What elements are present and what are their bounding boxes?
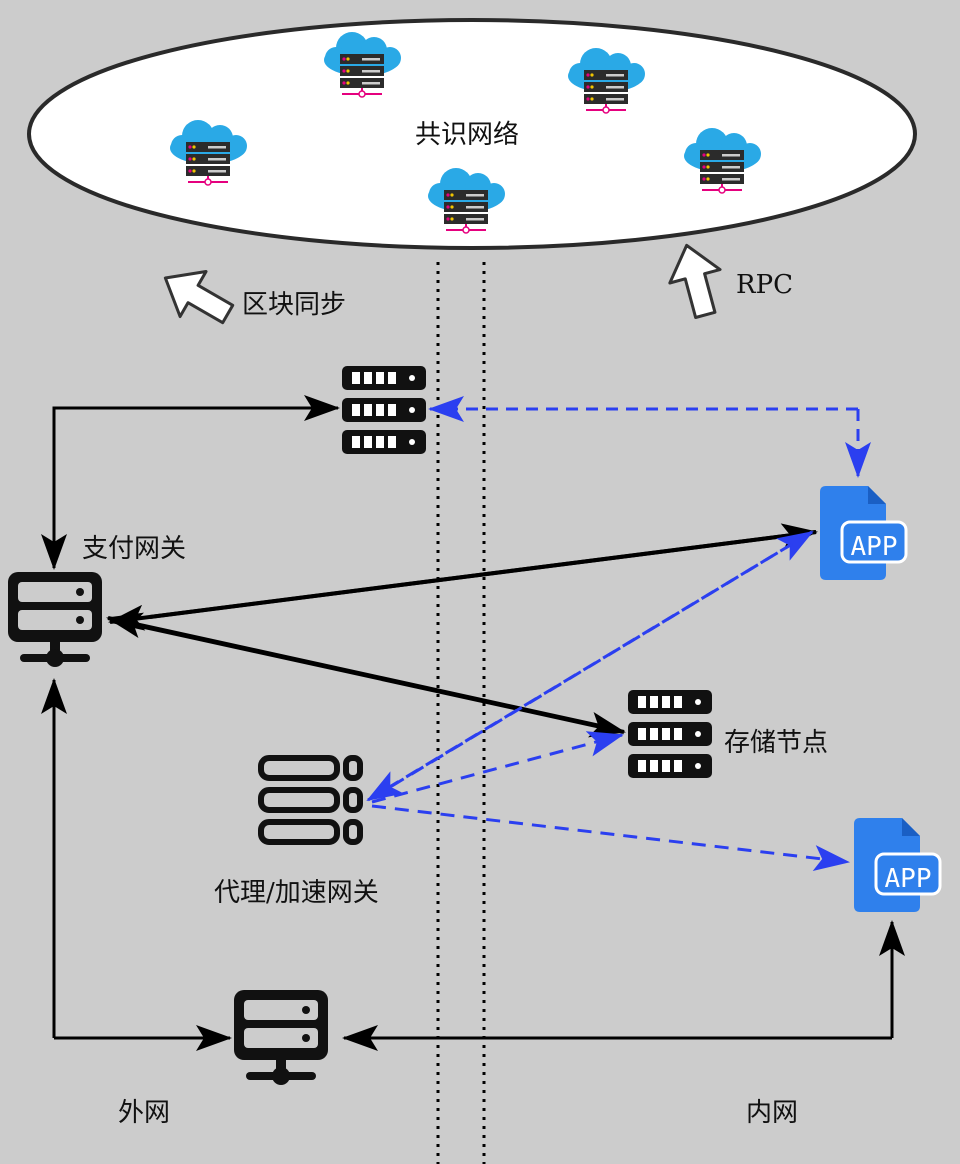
proxy-to-storage-dashed bbox=[371, 731, 624, 804]
block-sync-label: 区块同步 bbox=[242, 290, 347, 320]
proxy-gateway-label: 代理/加速网关 bbox=[214, 878, 379, 908]
app-to-proxy-dashed bbox=[366, 530, 813, 802]
full-node-server-icon bbox=[342, 366, 426, 454]
storage-to-gateway-connector bbox=[106, 612, 601, 728]
storage-node-server-icon bbox=[628, 690, 712, 778]
payment-gateway-label: 支付网关 bbox=[82, 534, 187, 564]
app-to-gateway-connector bbox=[108, 530, 817, 631]
internal-network-label: 内网 bbox=[746, 1098, 799, 1128]
app-icon-text: APP bbox=[885, 864, 932, 894]
rpc-arrow bbox=[668, 243, 722, 319]
storage-node-label: 存储节点 bbox=[724, 728, 829, 758]
app-icon-text: APP bbox=[851, 532, 898, 562]
rpc-label: RPC bbox=[736, 270, 793, 300]
consensus-network-ellipse bbox=[27, 18, 917, 250]
proxy-to-app2-dashed bbox=[371, 804, 850, 871]
consensus-network-label: 共识网络 bbox=[415, 120, 520, 150]
payment-gateway-server-icon bbox=[8, 572, 102, 667]
external-network-label: 外网 bbox=[118, 1098, 171, 1128]
proxy-gateway-icon bbox=[258, 755, 363, 845]
block-sync-arrow bbox=[163, 269, 235, 325]
external-server-icon bbox=[234, 990, 328, 1085]
